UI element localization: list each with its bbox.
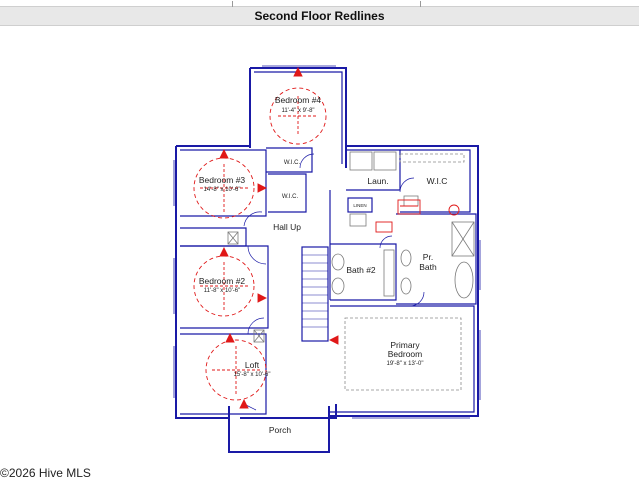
linen-closet: [347, 197, 373, 213]
dims-primary: 19'-8" x 13'-0": [387, 361, 424, 367]
bath2-walls: [330, 243, 397, 301]
dryer: [373, 151, 397, 171]
redline-bath-note: [375, 221, 393, 233]
wic-top-walls: [266, 147, 313, 173]
primary-walls: [330, 305, 475, 413]
label-laundry: Laun.: [367, 176, 388, 186]
sink-bath2-a: [331, 253, 345, 271]
divider-tick: [420, 1, 421, 7]
wall-porch-inner: [240, 404, 337, 419]
label-bedroom4: Bedroom #4: [275, 95, 322, 105]
label-primary-2: Bedroom: [388, 349, 423, 359]
bedroom4-inner: [254, 71, 343, 164]
wall-porch: [228, 406, 330, 453]
bedroom3-walls: [180, 149, 267, 217]
fan-loft: [205, 332, 267, 409]
tub-bath2: [383, 249, 395, 297]
stair-treads: [302, 254, 328, 328]
sink-bath2-b: [331, 277, 345, 295]
wall-bedroom4: [250, 67, 347, 168]
fan-bedroom2: [193, 246, 268, 317]
bedroom2-walls: [180, 245, 269, 329]
sink-pr-b: [400, 277, 412, 295]
fan-bedroom4: [269, 66, 327, 145]
laundry-walls: [346, 149, 401, 191]
dims-loft: 15'-8" x 10'-6": [234, 372, 271, 378]
walls: [175, 67, 479, 453]
door-swings: [243, 153, 425, 411]
dims-bedroom4: 11'-4" x 9'-8": [281, 108, 314, 114]
label-pr-bath-1: Pr.: [423, 252, 433, 262]
label-wic-mid: W.I.C.: [282, 194, 299, 200]
dims-bedroom2: 11'-8" x 10'-6": [204, 288, 240, 294]
wic-primary-walls: [400, 149, 471, 213]
loft-walls: [180, 333, 267, 415]
label-wic-top: W.I.C.: [284, 160, 301, 166]
wic-mid-walls: [268, 173, 307, 213]
redline-toilet-note: [397, 199, 421, 215]
inner-walls: [180, 71, 477, 415]
wic-shelf: [399, 153, 465, 163]
tray-ceilings: [344, 153, 465, 391]
divider-tick: [232, 1, 233, 7]
primary-tray-ceiling: [344, 317, 462, 391]
drawing-title: Second Floor Redlines: [254, 9, 385, 23]
freestanding-tub: [454, 261, 474, 299]
label-bedroom3: Bedroom #3: [199, 175, 246, 185]
label-linen: LINEN: [353, 203, 366, 208]
label-porch: Porch: [269, 425, 291, 435]
toilet-pr: [403, 195, 419, 207]
dims-bedroom3: 14'-8" x 10'-6": [204, 187, 241, 193]
label-primary-1: Primary: [390, 340, 420, 350]
washer: [349, 151, 373, 171]
stair-outline: [301, 246, 329, 342]
shower: [451, 221, 475, 257]
label-hall: Hall Up: [273, 222, 301, 232]
toilet-wc: [349, 213, 367, 227]
redline-fixture: [448, 204, 460, 216]
copyright-footer: ©2026 Hive MLS: [0, 466, 91, 480]
label-bedroom2: Bedroom #2: [199, 276, 246, 286]
closet-strip: [180, 227, 247, 247]
wall-right-outer: [330, 145, 479, 417]
label-wic-primary: W.I.C: [427, 176, 448, 186]
windows: [173, 65, 481, 419]
room-labels: Bedroom #4 11'-4" x 9'-8" Bedroom #3 14'…: [199, 95, 448, 435]
redline-markups: [193, 66, 460, 409]
primary-marker: [328, 335, 339, 345]
chase-b: [253, 329, 265, 343]
label-bath2: Bath #2: [346, 265, 376, 275]
fixtures: [227, 151, 475, 343]
fan-bedroom3: [193, 148, 268, 219]
label-pr-bath-2: Bath: [419, 262, 437, 272]
drawing-title-bar: Second Floor Redlines: [0, 1, 639, 26]
sink-pr-a: [400, 249, 412, 267]
wall-left-outer: [175, 145, 250, 419]
label-loft: Loft: [245, 360, 260, 370]
pr-bath-walls: [396, 213, 477, 305]
chase-a: [227, 231, 239, 245]
